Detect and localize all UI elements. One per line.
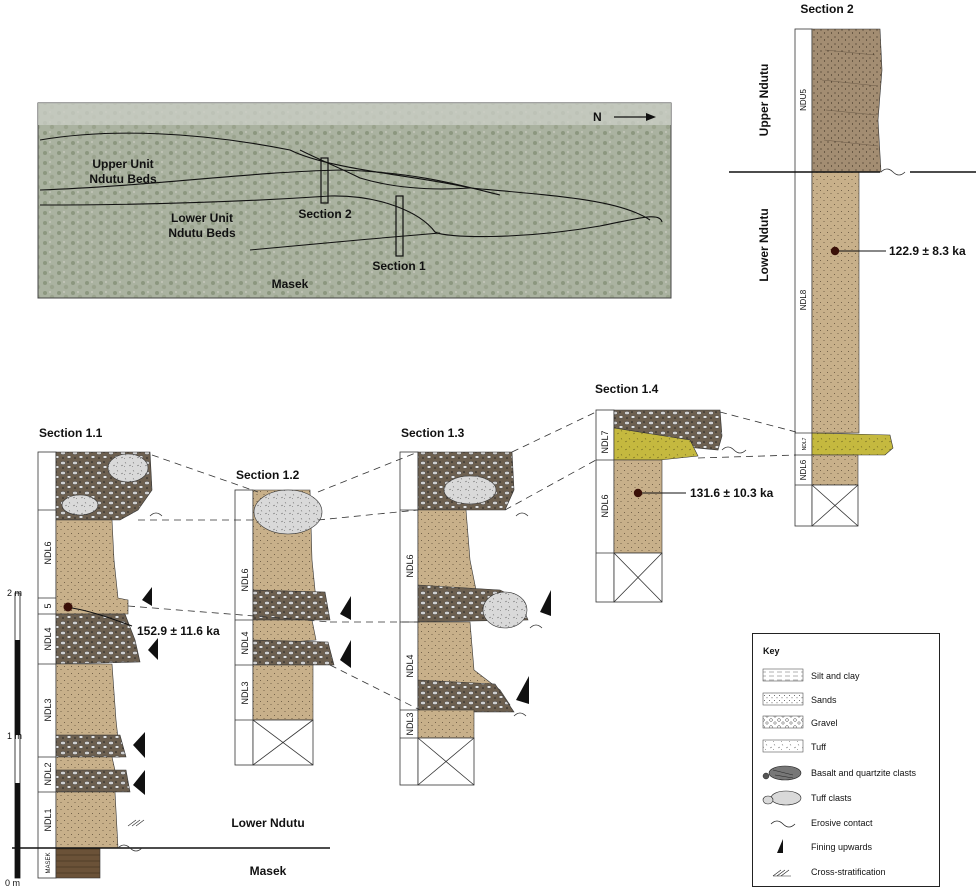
s2-unit-ndl6: NDL6 bbox=[799, 459, 808, 480]
section-1-2-log: Section 1.2 NDL6 NDL4 NDL3 bbox=[234, 468, 351, 766]
legend-cross-strat-label: Cross-stratification bbox=[811, 867, 886, 877]
legend-fining-swatch bbox=[777, 839, 783, 853]
legend-tuff-clasts-label: Tuff clasts bbox=[811, 793, 852, 803]
legend-svg: Key Silt and clay Sands Gravel Tuff Basa… bbox=[762, 646, 917, 877]
section-1-1-title: Section 1.1 bbox=[39, 426, 103, 440]
section-1-1-date: 152.9 ± 11.6 ka bbox=[137, 624, 220, 638]
legend-fining-label: Fining upwards bbox=[811, 842, 873, 852]
outcrop-photo: N Upper Unit Ndutu Beds Lower Unit Ndutu… bbox=[37, 102, 672, 299]
legend-gravel-swatch bbox=[762, 715, 804, 729]
s13-unit-ndl3: NDL3 bbox=[405, 712, 415, 735]
legend-erosive-label: Erosive contact bbox=[811, 818, 873, 828]
section-1-4-date: 131.6 ± 10.3 ka bbox=[690, 486, 774, 500]
photo-section1-label: Section 1 bbox=[372, 259, 426, 273]
upper-unit-label-1: Upper Unit bbox=[92, 157, 153, 171]
legend-cross-strat-swatch bbox=[772, 869, 791, 877]
upper-ndutu-label: Upper Ndutu bbox=[757, 64, 771, 137]
scale-tick-2m: 2 m bbox=[7, 588, 22, 598]
legend-box: Key Silt and clay Sands Gravel Tuff Basa… bbox=[752, 633, 940, 887]
legend-sands-label: Sands bbox=[811, 695, 837, 705]
s11-unit-ndl2: NDL2 bbox=[43, 762, 53, 785]
s12-unit-ndl4: NDL4 bbox=[240, 631, 250, 654]
north-label: N bbox=[593, 110, 602, 124]
s14-unit-ndl7: NDL7 bbox=[600, 430, 610, 453]
legend-basalt-swatch bbox=[762, 765, 802, 781]
legend-tuff-swatch bbox=[762, 739, 804, 753]
legend-title: Key bbox=[763, 646, 780, 656]
photo-masek-label: Masek bbox=[272, 277, 309, 291]
lower-unit-label-1: Lower Unit bbox=[171, 211, 233, 225]
section-1-3-log: Section 1.3 NDL6 NDL4 NDL3 bbox=[399, 426, 551, 786]
section-2-title: Section 2 bbox=[800, 2, 854, 16]
s12-unit-ndl3: NDL3 bbox=[240, 681, 250, 704]
lower-unit-label-2: Ndutu Beds bbox=[168, 226, 236, 240]
scale-tick-0m: 0 m bbox=[5, 878, 20, 888]
legend-tuff-label: Tuff bbox=[811, 742, 827, 752]
lower-ndutu-label: Lower Ndutu bbox=[757, 208, 771, 281]
section-2-log: Section 2 Upper Ndutu Lower Ndutu NDU5 N… bbox=[729, 2, 976, 527]
s11-unit-ndl1: NDL1 bbox=[43, 808, 53, 831]
s12-unit-ndl6: NDL6 bbox=[240, 568, 250, 591]
s11-unit-5: 5 bbox=[43, 603, 53, 608]
legend-silt-swatch bbox=[762, 668, 804, 682]
legend-basalt-label: Basalt and quartzite clasts bbox=[811, 768, 917, 778]
s11-unit-ndl6: NDL6 bbox=[43, 541, 53, 564]
s2-unit-ndl8: NDL8 bbox=[799, 289, 808, 310]
s11-unit-masek: MASEK bbox=[46, 852, 52, 873]
boundary-lower-ndutu: Lower Ndutu bbox=[231, 816, 304, 830]
section-1-3-title: Section 1.3 bbox=[401, 426, 465, 440]
boundary-masek: Masek bbox=[250, 864, 287, 878]
correlation-lines bbox=[127, 411, 797, 711]
s2-unit-ndu5: NDU5 bbox=[799, 89, 808, 111]
section-1-1-log: Section 1.1 NDL6 5 NDL4 NDL3 NDL2 NDL1 M… bbox=[12, 426, 330, 879]
section-1-4-title: Section 1.4 bbox=[595, 382, 659, 396]
legend-tuff-clasts-swatch bbox=[762, 790, 802, 806]
s11-unit-ndl3: NDL3 bbox=[43, 698, 53, 721]
section-1-2-title: Section 1.2 bbox=[236, 468, 300, 482]
scale-bar: 2 m 1 m 0 m bbox=[5, 588, 22, 888]
s13-unit-ndl6: NDL6 bbox=[405, 554, 415, 577]
legend-silt-label: Silt and clay bbox=[811, 671, 860, 681]
s2-unit-ndl7: NDL7 bbox=[802, 437, 808, 450]
legend-sands-swatch bbox=[762, 692, 804, 706]
legend-gravel-label: Gravel bbox=[811, 718, 838, 728]
upper-unit-label-2: Ndutu Beds bbox=[89, 172, 157, 186]
s14-unit-ndl6: NDL6 bbox=[600, 494, 610, 517]
section-1-4-log: Section 1.4 NDL7 NDL6 131.6 ± 10.3 ka bbox=[595, 382, 774, 603]
photo-section2-label: Section 2 bbox=[298, 207, 352, 221]
scale-tick-1m: 1 m bbox=[7, 731, 22, 741]
legend-erosive-swatch bbox=[770, 820, 796, 828]
s13-unit-ndl4: NDL4 bbox=[405, 654, 415, 677]
section-2-date: 122.9 ± 8.3 ka bbox=[889, 244, 966, 258]
s11-unit-ndl4: NDL4 bbox=[43, 627, 53, 650]
